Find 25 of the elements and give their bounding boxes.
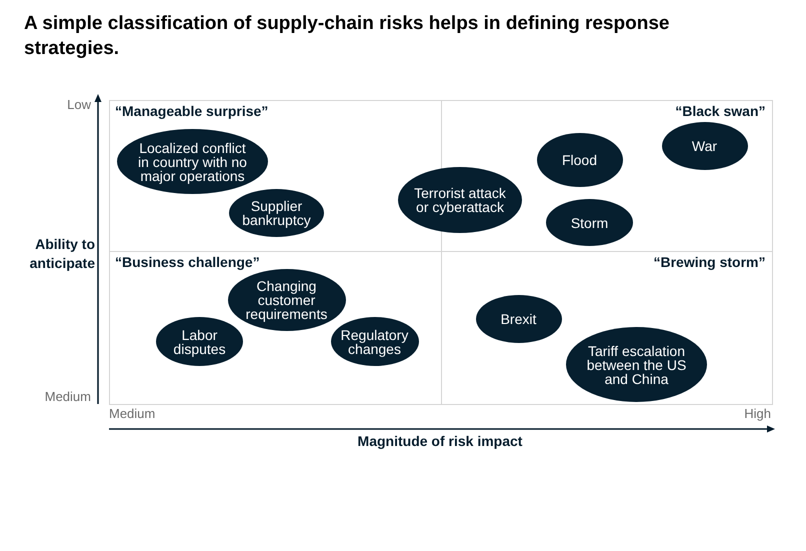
quadrant-panel xyxy=(109,250,442,404)
risk-label: Brexit xyxy=(500,312,538,326)
quadrant-title: “Business challenge” xyxy=(115,254,260,270)
chart-title: A simple classification of supply-chain risks helps in defining response strategies. xyxy=(24,12,670,61)
axis-tick-label: Medium xyxy=(44,389,91,405)
axis-title: Magnitude of risk impact xyxy=(358,432,522,451)
risk-label: Flood xyxy=(560,152,598,166)
risk-label: Changing customer requirements xyxy=(244,278,328,320)
risk-label: Labor disputes xyxy=(172,328,227,356)
risk-ellipse xyxy=(156,317,243,366)
axis-title: Ability to anticipate xyxy=(28,235,95,273)
quadrant-panel xyxy=(440,250,772,404)
quadrant-title: “Manageable surprise” xyxy=(115,103,268,119)
risk-label: Supplier bankruptcy xyxy=(241,198,312,226)
risk-label: Tariff escalation between the US and China xyxy=(586,344,686,386)
risk-label: Localized conflict in country with no major operations xyxy=(137,140,248,182)
risk-label: Regulatory changes xyxy=(340,328,410,356)
axis-tick-label: Low xyxy=(67,97,91,113)
quadrant-title: “Black swan” xyxy=(675,103,766,119)
risk-label: Terrorist attack or cyberattack xyxy=(413,186,507,214)
axis-tick-label: High xyxy=(744,406,771,422)
axis-tick-label: Medium xyxy=(109,406,156,422)
risk-label: Storm xyxy=(570,216,610,230)
quadrant-title: “Brewing storm” xyxy=(653,254,766,270)
risk-label: War xyxy=(690,138,718,152)
